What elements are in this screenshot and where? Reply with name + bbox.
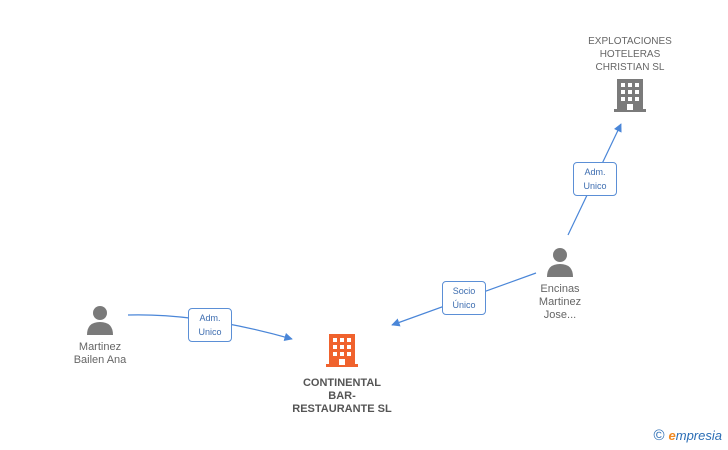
building-icon [326,334,358,367]
edge-label-line: Único [452,300,476,310]
node-label-line: HOTELERAS [599,49,661,60]
edge-label-line: Unico [583,181,607,191]
edge-label-adm-unico-continental[interactable]: Adm. Unico [188,308,232,342]
node-label-line: RESTAURANTE SL [292,403,392,415]
node-label-line: EXPLOTACIONES [588,36,672,47]
node-label-line: Martinez [538,296,582,308]
person-icon [87,306,113,335]
edge-label-line: Adm. [584,167,606,177]
edge-label-line: Socio [452,286,476,296]
node-martinez-bailen-ana[interactable]: Martinez Bailen Ana [60,304,140,367]
node-continental-bar-restaurante[interactable]: CONTINENTAL BAR- RESTAURANTE SL [282,332,402,416]
node-label-line: CHRISTIAN SL [595,62,665,73]
edge-label-line: Unico [198,327,222,337]
node-label-line: Encinas [540,283,580,295]
edge-label-line: Adm. [199,313,221,323]
node-label-line: BAR- [328,390,356,402]
edge-label-socio-unico[interactable]: Socio Único [442,281,486,315]
brand-logo-text: mpresia [675,428,722,443]
building-icon [614,79,646,112]
node-label-line: CONTINENTAL [302,377,381,389]
node-label-line: Jose... [543,309,577,321]
node-label-line: Bailen Ana [73,354,127,366]
node-label-line: Martinez [78,341,122,353]
brand-logo-e: e [668,428,676,443]
edge-label-adm-unico-explotaciones[interactable]: Adm. Unico [573,162,617,196]
person-icon [547,248,573,277]
node-explotaciones-hoteleras[interactable]: EXPLOTACIONES HOTELERAS CHRISTIAN SL [570,35,690,118]
empresia-logo: ©empresia [653,427,722,444]
copyright-icon: © [653,427,665,444]
node-encinas-martinez-jose[interactable]: Encinas Martinez Jose... [522,246,598,322]
